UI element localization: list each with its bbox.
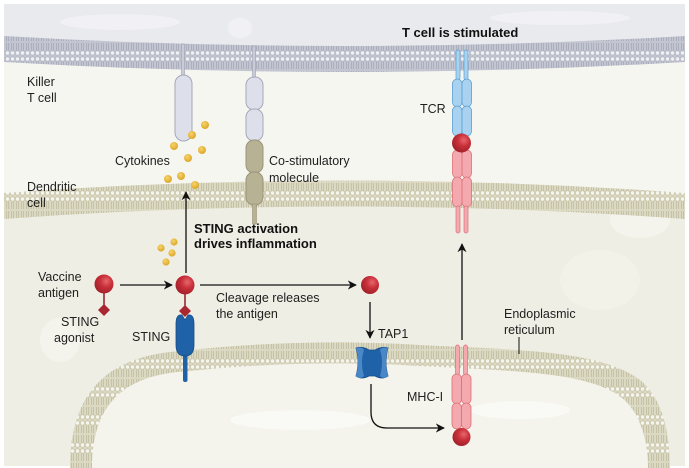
decor-blob bbox=[470, 401, 570, 419]
label-costimulatory-line2: molecule bbox=[269, 171, 319, 185]
cytokine-dot bbox=[201, 121, 209, 129]
label-tap1: TAP1 bbox=[378, 327, 408, 341]
label-dendritic-cell-line1: Dendritic bbox=[27, 180, 76, 194]
cytokine-dot bbox=[177, 172, 185, 180]
cytokine-dot bbox=[162, 258, 170, 266]
er-lumen bbox=[92, 363, 648, 468]
label-sting: STING bbox=[132, 330, 170, 344]
decor-blob bbox=[230, 410, 370, 430]
label-sting-activation-line2: drives inflammation bbox=[194, 236, 317, 251]
t-cell-membrane bbox=[4, 36, 685, 72]
mhc-loaded-antigen bbox=[452, 428, 471, 446]
label-sting-agonist-line2: agonist bbox=[54, 331, 95, 345]
presented-antigen bbox=[452, 133, 471, 153]
vaccine-antigen-conjugate bbox=[94, 274, 114, 316]
label-costimulatory-line1: Co-stimulatory bbox=[269, 154, 350, 168]
cytokine-dot bbox=[170, 238, 178, 246]
label-er-line1: Endoplasmic bbox=[504, 307, 576, 321]
cytokine-dot bbox=[170, 142, 178, 150]
cytokines-group bbox=[157, 121, 209, 266]
sting-protein bbox=[175, 275, 195, 382]
dendritic-cell-membrane bbox=[4, 180, 685, 219]
vaccine-antigen bbox=[94, 274, 114, 294]
cytokine-dot bbox=[191, 181, 199, 189]
cytokine-dot bbox=[164, 175, 172, 183]
cytokine-dot bbox=[157, 244, 165, 252]
sting-agonist bbox=[98, 304, 110, 316]
decor-blob bbox=[560, 250, 640, 310]
decor-blob bbox=[228, 18, 252, 38]
cytokine-dot bbox=[168, 249, 176, 257]
decor-blob bbox=[40, 318, 80, 362]
cytokine-dot bbox=[198, 146, 206, 154]
decor-blob bbox=[490, 11, 630, 25]
label-cleavage-line1: Cleavage releases bbox=[216, 291, 320, 305]
label-cytokines: Cytokines bbox=[115, 154, 170, 168]
label-dendritic-cell-line2: cell bbox=[27, 196, 46, 210]
label-killer-t-cell-line1: Killer bbox=[27, 75, 55, 89]
bound-antigen bbox=[175, 275, 195, 295]
mhc-i-molecule bbox=[451, 344, 472, 446]
label-vaccine-antigen-line2: antigen bbox=[38, 286, 79, 300]
cytokine-receptor bbox=[174, 43, 193, 142]
cytokine-dot bbox=[188, 131, 196, 139]
costimulatory-molecule bbox=[245, 45, 264, 225]
label-er-line2: reticulum bbox=[504, 323, 555, 337]
label-tcr: TCR bbox=[420, 102, 446, 116]
tap1-transporter bbox=[355, 346, 389, 379]
decor-blob bbox=[60, 14, 180, 30]
tcr-mhc-complex bbox=[452, 49, 472, 234]
label-sting-activation-line1: STING activation bbox=[194, 221, 298, 236]
label-killer-t-cell-line2: T cell bbox=[27, 91, 57, 105]
label-mhc-i: MHC-I bbox=[407, 390, 443, 404]
cytokine-dot bbox=[184, 154, 192, 162]
released-antigen bbox=[361, 276, 379, 294]
arrow-tap1-to-mhc bbox=[370, 384, 445, 433]
label-t-cell-stimulated: T cell is stimulated bbox=[402, 25, 518, 40]
label-sting-agonist-line1: STING bbox=[61, 315, 99, 329]
label-cleavage-line2: the antigen bbox=[216, 307, 278, 321]
label-vaccine-antigen-line1: Vaccine bbox=[38, 270, 82, 284]
